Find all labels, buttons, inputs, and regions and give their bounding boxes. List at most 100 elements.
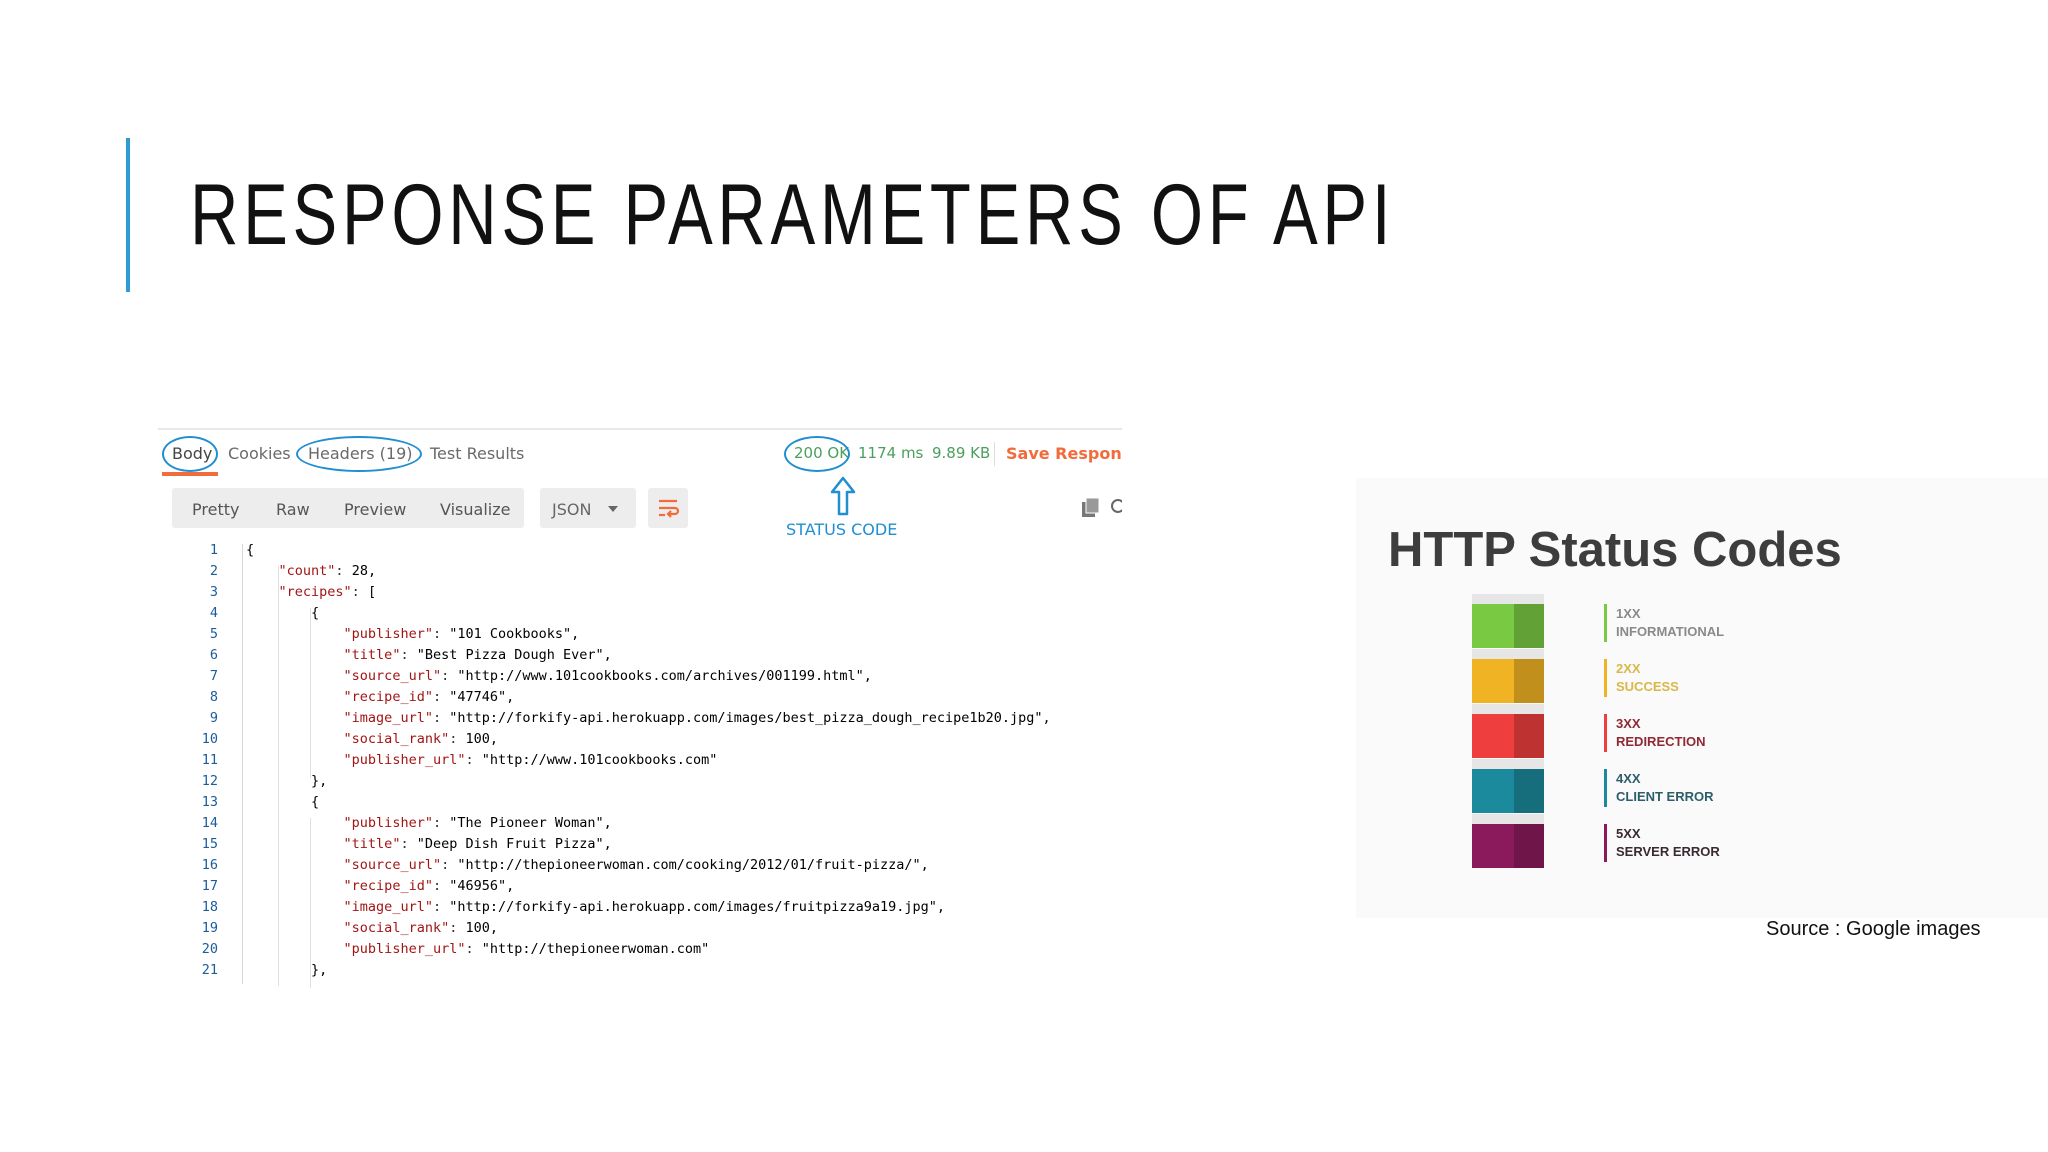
status-color-bar [1604, 714, 1607, 752]
line-number: 7 [209, 668, 218, 684]
status-color-bar [1604, 769, 1607, 807]
code-line: { [246, 542, 255, 558]
status-cube [1472, 594, 1544, 648]
cube-front [1472, 659, 1514, 703]
headers-annotation-circle [296, 436, 422, 472]
gutter-border [242, 544, 243, 984]
code-line: }, [246, 773, 328, 789]
status-code: 1XX [1616, 606, 1641, 621]
line-number: 14 [201, 815, 218, 831]
view-pretty-button[interactable]: Pretty [192, 500, 240, 519]
code-line: "social_rank": 100, [343, 920, 498, 936]
cube-side [1514, 714, 1544, 758]
code-line: "recipe_id": "47746", [343, 689, 515, 705]
cube-side [1514, 604, 1544, 648]
line-number: 8 [209, 689, 218, 705]
line-number: 18 [201, 899, 218, 915]
cube-side [1514, 769, 1544, 813]
line-number: 15 [201, 836, 218, 852]
status-cube [1472, 649, 1544, 703]
status-cube [1472, 759, 1544, 813]
cube-front [1472, 824, 1514, 868]
code-line: "image_url": "http://forkify-api.herokua… [343, 899, 946, 915]
wrap-lines-button[interactable] [648, 488, 688, 528]
status-cube [1472, 814, 1544, 868]
tab-cookies[interactable]: Cookies [228, 444, 291, 463]
line-number: 5 [209, 626, 218, 642]
code-line: "publisher": "The Pioneer Woman", [343, 815, 612, 831]
code-line: "social_rank": 100, [343, 731, 498, 747]
status-cube [1472, 704, 1544, 758]
code-line: "recipe_id": "46956", [343, 878, 515, 894]
line-number: 11 [201, 752, 218, 768]
status-color-bar [1604, 824, 1607, 862]
cube-front [1472, 714, 1514, 758]
status-description: CLIENT ERROR [1616, 789, 1714, 804]
cube-side [1514, 824, 1544, 868]
source-note: Source : Google images [1766, 918, 1981, 940]
line-number: 13 [201, 794, 218, 810]
panel-top-border [158, 428, 1122, 430]
status-code-annotation: STATUS CODE [786, 520, 898, 539]
line-number: 21 [201, 962, 218, 978]
line-number: 1 [209, 542, 218, 558]
code-lines: { "count": 28, "recipes": [ { "publisher… [242, 540, 1051, 981]
wrap-lines-icon [659, 499, 680, 518]
up-arrow-icon [830, 476, 856, 516]
code-line: "publisher_url": "http://thepioneerwoman… [343, 941, 710, 957]
code-line: "image_url": "http://forkify-api.herokua… [343, 710, 1051, 726]
view-mode-toolbar: Pretty Raw Preview Visualize [172, 488, 524, 528]
code-line: "title": "Best Pizza Dough Ever", [343, 647, 612, 663]
format-select[interactable]: JSON [540, 488, 636, 528]
view-visualize-button[interactable]: Visualize [440, 500, 511, 519]
status-code: 2XX [1616, 661, 1641, 676]
status-description: SERVER ERROR [1616, 844, 1720, 859]
http-status-title: HTTP Status Codes [1388, 523, 1842, 577]
body-annotation-circle [162, 436, 218, 472]
view-raw-button[interactable]: Raw [276, 500, 310, 519]
code-line: }, [246, 962, 328, 978]
save-response-button[interactable]: Save Response [1006, 444, 1122, 463]
line-number: 16 [201, 857, 218, 873]
status-description: INFORMATIONAL [1616, 624, 1725, 639]
divider [994, 442, 995, 466]
line-number: 20 [201, 941, 218, 957]
status-code: 5XX [1616, 826, 1641, 841]
line-number: 17 [201, 878, 218, 894]
cube-side [1514, 659, 1544, 703]
slide-title: RESPONSE PARAMETERS OF API [190, 167, 1396, 263]
cube-front [1472, 769, 1514, 813]
title-accent-bar [126, 138, 130, 292]
search-icon[interactable] [1108, 496, 1122, 520]
status-code: 4XX [1616, 771, 1641, 786]
code-line: "source_url": "http://thepioneerwoman.co… [343, 857, 929, 873]
status-color-bar [1604, 604, 1607, 642]
line-number: 3 [209, 584, 218, 600]
code-line: "publisher": "101 Cookbooks", [343, 626, 580, 642]
postman-response-panel: Body Cookies Headers (19) Test Results 2… [158, 428, 1122, 988]
status-code: 3XX [1616, 716, 1641, 731]
line-number: 4 [209, 605, 218, 621]
copy-icon[interactable] [1080, 496, 1102, 520]
status-annotation-circle [784, 436, 850, 472]
format-select-value: JSON [552, 500, 592, 519]
chevron-down-icon [608, 506, 618, 512]
status-description: REDIRECTION [1616, 734, 1706, 749]
code-line: { [246, 794, 320, 810]
line-number: 19 [201, 920, 218, 936]
response-size: 9.89 KB [932, 444, 991, 462]
view-preview-button[interactable]: Preview [344, 500, 407, 519]
indent-guide [278, 566, 279, 986]
line-number: 9 [209, 710, 218, 726]
code-line: "source_url": "http://www.101cookbooks.c… [343, 668, 872, 684]
line-number: 6 [209, 647, 218, 663]
indent-guide [310, 608, 311, 778]
response-time: 1174 ms [858, 444, 924, 462]
tab-test-results[interactable]: Test Results [430, 444, 525, 463]
indent-guide [310, 818, 311, 988]
line-number: 12 [201, 773, 218, 789]
code-line: "recipes": [ [278, 584, 377, 600]
line-number: 10 [201, 731, 218, 747]
